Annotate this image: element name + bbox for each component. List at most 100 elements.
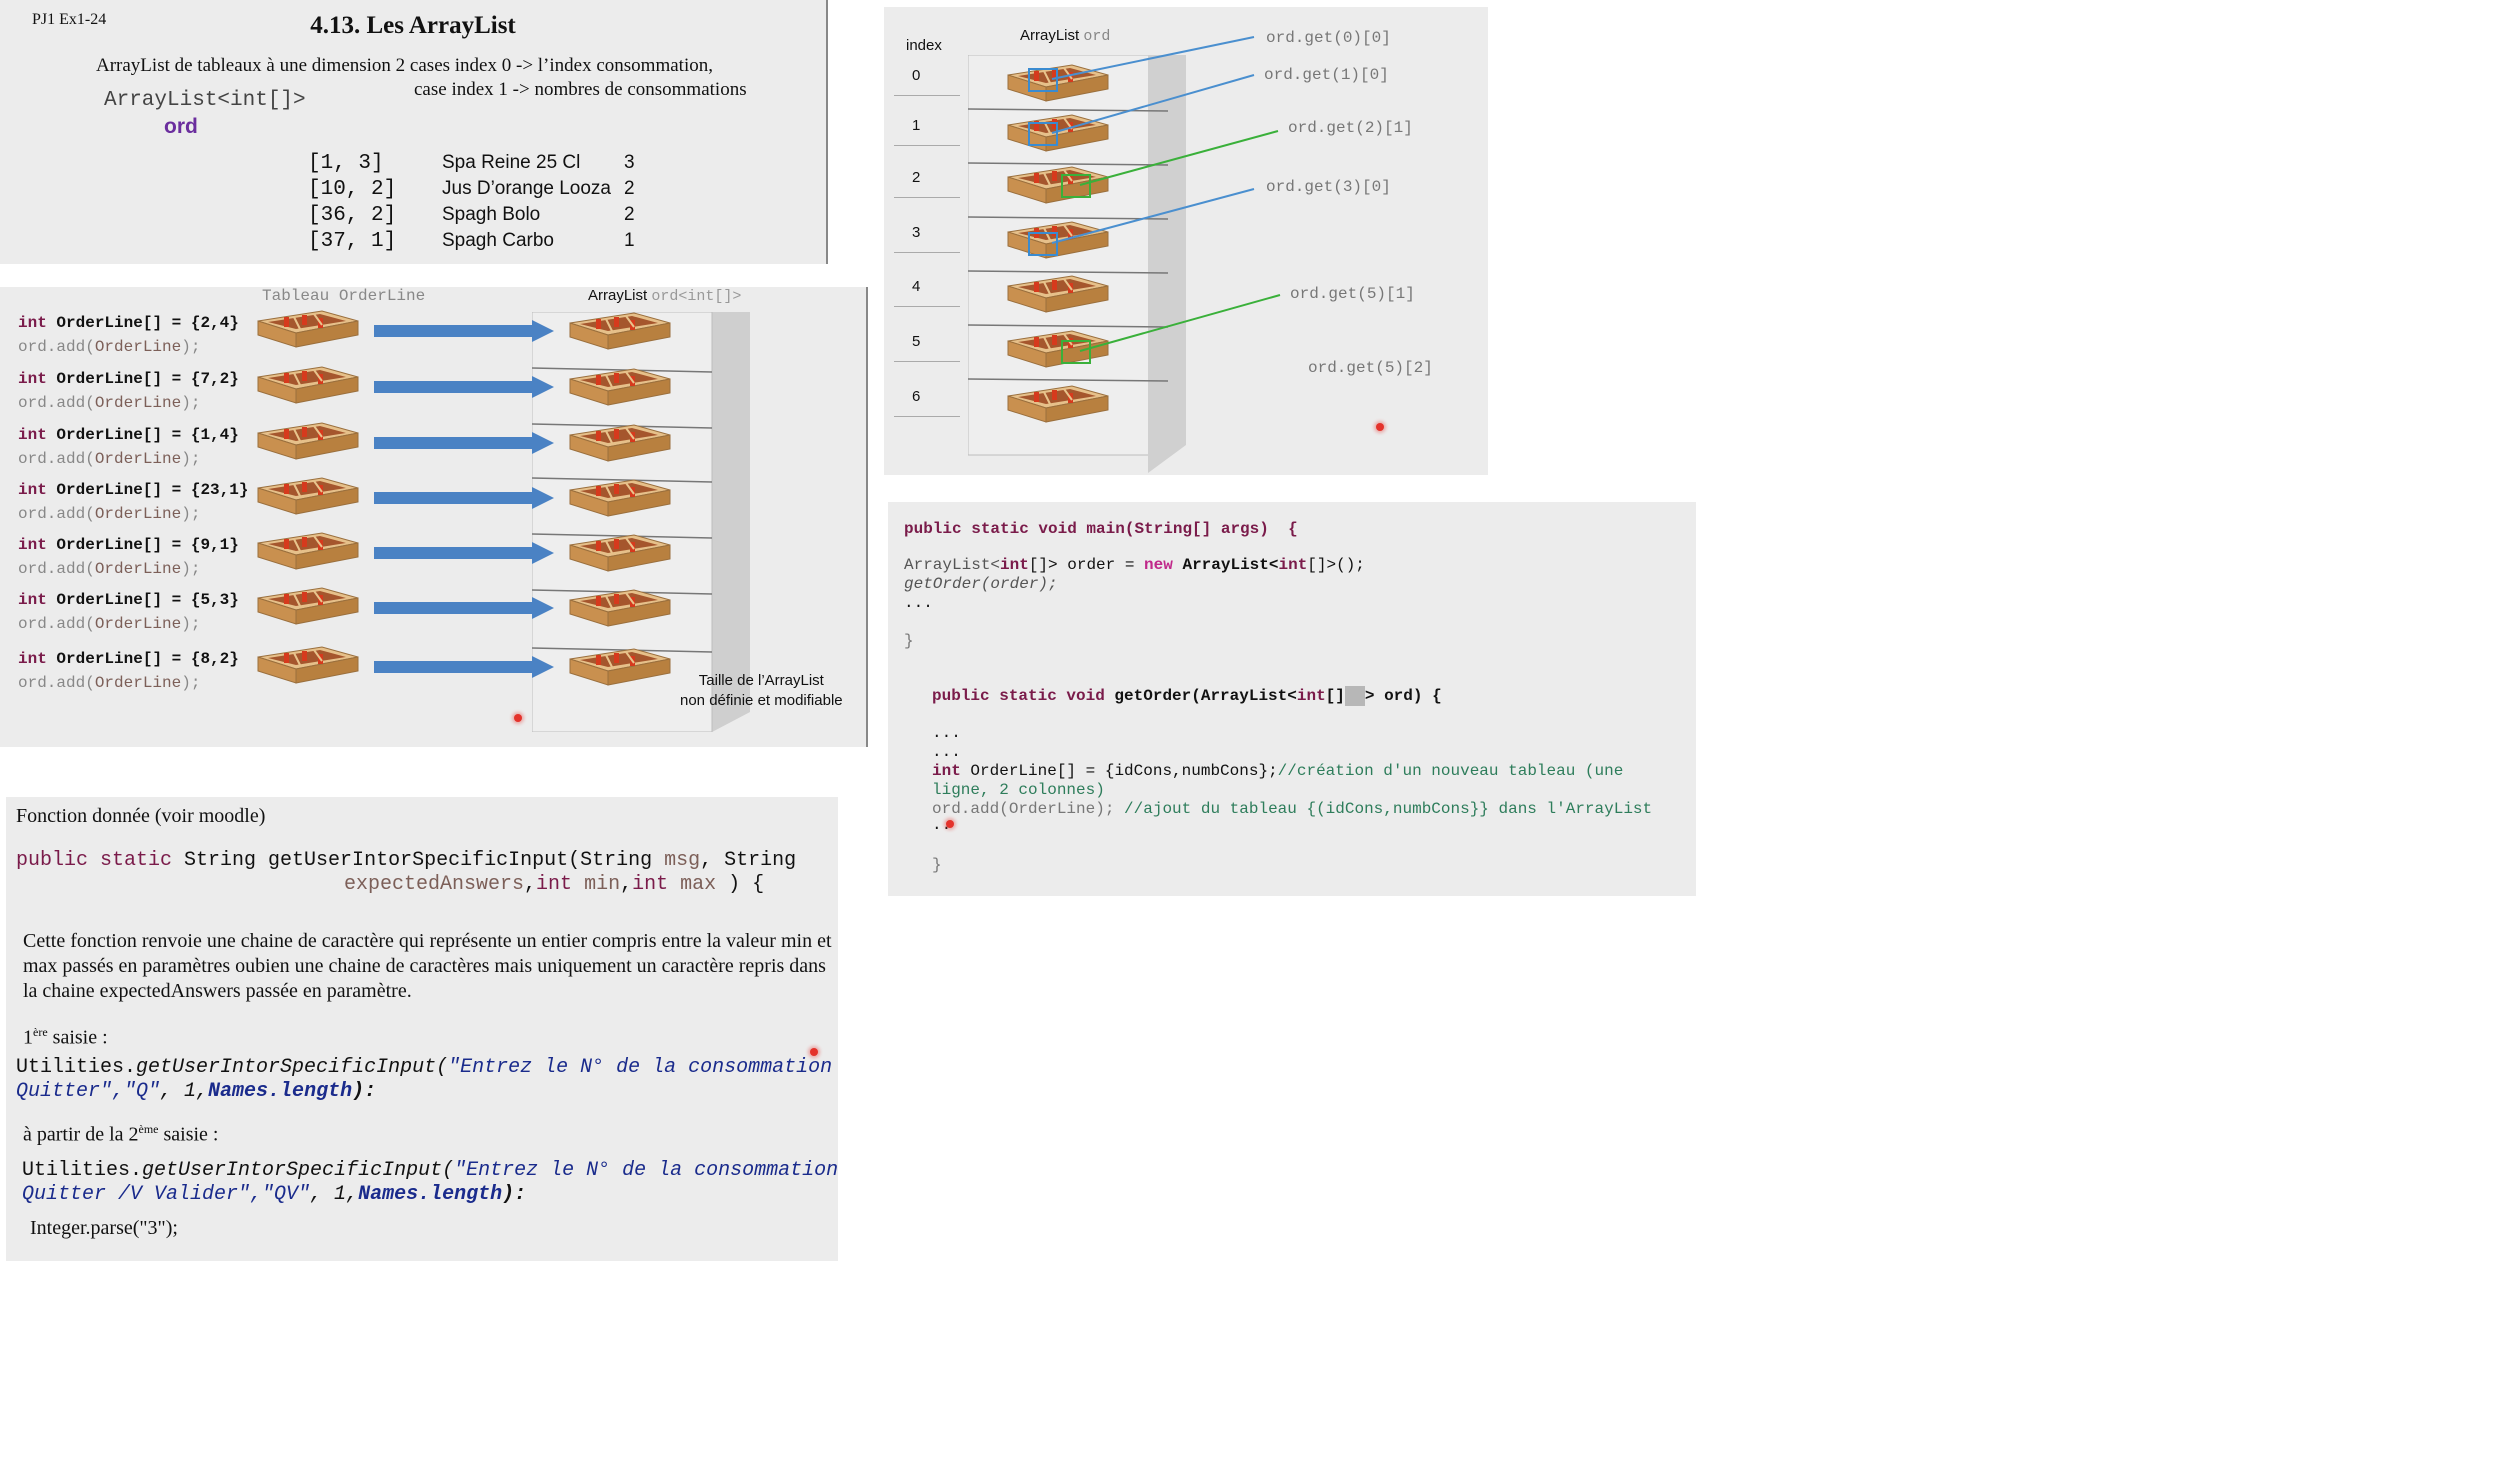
array-cell: [36, 2] — [308, 203, 397, 227]
drawer-icon — [566, 309, 674, 351]
blue-arrow — [374, 656, 554, 678]
caption-orderline: Tableau OrderLine — [262, 287, 426, 305]
code-line: getOrder(order); — [904, 575, 1058, 593]
blue-arrow — [374, 597, 554, 619]
drawer-icon — [254, 584, 362, 626]
index-number: 3 — [912, 224, 921, 241]
var-label: ord — [164, 115, 198, 138]
order-table: [1, 3] Spa Reine 25 Cl 3 [10, 2] Jus D’o… — [308, 150, 635, 254]
code-add: ord.add(OrderLine); — [18, 674, 201, 692]
code-decl: int OrderLine[] = {1,4} — [18, 426, 239, 444]
code-add: ord.add(OrderLine); — [18, 450, 201, 468]
code-line: ... — [904, 594, 933, 612]
connector-lines — [1028, 36, 1281, 364]
index-divider — [894, 361, 960, 362]
code-line: ... — [932, 724, 961, 742]
code-line: public static void getOrder(ArrayList<in… — [932, 686, 1442, 706]
index-divider — [894, 145, 960, 146]
call-line-4: Quitter /V Valider","QV", 1,Names.length… — [22, 1183, 527, 1206]
name-cell: Spagh Carbo — [442, 230, 554, 251]
code-decl: int OrderLine[] = {7,2} — [18, 370, 239, 388]
index-divider — [894, 197, 960, 198]
drawer-icon — [566, 645, 674, 687]
code-decl: int OrderLine[] = {8,2} — [18, 650, 239, 668]
blue-arrow — [374, 432, 554, 454]
signature-line-1: public static String getUserIntorSpecifi… — [16, 849, 797, 872]
description-paragraph: Cette fonction renvoie une chaine de car… — [23, 930, 832, 1002]
array-cell: [10, 2] — [308, 177, 397, 201]
arraylist-caption-b: ord — [1083, 28, 1111, 45]
drawer-icon — [254, 419, 362, 461]
blue-arrow — [374, 320, 554, 342]
code-add: ord.add(OrderLine); — [18, 505, 201, 523]
drawer-icon — [254, 363, 362, 405]
section-heading: Fonction donnée (voir moodle) — [16, 805, 266, 827]
get-label: ord.get(3)[0] — [1266, 178, 1391, 196]
count-cell: 2 — [624, 204, 635, 225]
drawer-icon — [566, 531, 674, 573]
drawer-icon — [566, 476, 674, 518]
code-line: public static void main(String[] args) { — [904, 520, 1298, 538]
caption-arraylist-a: ArrayList — [588, 287, 648, 304]
get-label: ord.get(5)[2] — [1308, 359, 1433, 377]
slide-title: 4.13. Les ArrayList — [310, 12, 516, 39]
subtitle-line-2: case index 1 -> nombres de consommations — [414, 79, 747, 100]
arraylist-caption: ArrayList ord — [1020, 27, 1110, 45]
type-label: ArrayList<int[]> — [104, 89, 306, 112]
index-header: index — [906, 37, 942, 54]
drawer-icon — [566, 421, 674, 463]
slide-orderline-to-arraylist: Tableau OrderLine ArrayList ord<int[]> i… — [0, 287, 868, 747]
code-decl: int OrderLine[] = {23,1} — [18, 481, 249, 499]
table-row: [37, 1] Spagh Carbo 1 — [308, 228, 635, 254]
note-line-1: Taille de l’ArrayList — [698, 672, 824, 689]
pointer-dot — [946, 820, 954, 828]
code-line: ArrayList<int[]> order = new ArrayList<i… — [904, 556, 1365, 574]
name-cell: Jus D’orange Looza — [442, 178, 611, 199]
pointer-dot — [514, 714, 522, 722]
get-label: ord.get(0)[0] — [1266, 29, 1391, 47]
call-line-2: Quitter","Q", 1,Names.length): — [16, 1080, 377, 1103]
get-label: ord.get(1)[0] — [1264, 66, 1389, 84]
code-line: } — [932, 856, 942, 874]
slide-arraylist-intro: PJ1 Ex1-24 4.13. Les ArrayList ArrayList… — [0, 0, 828, 264]
signature-line-2: expectedAnswers,int min,int max ) { — [344, 873, 765, 896]
count-cell: 2 — [624, 178, 635, 199]
code-decl: int OrderLine[] = {5,3} — [18, 591, 239, 609]
code-line: } — [904, 632, 914, 650]
index-number: 0 — [912, 67, 921, 84]
table-row: [36, 2] Spagh Bolo 2 — [308, 202, 635, 228]
blue-arrow — [374, 542, 554, 564]
call-line-1: Utilities.getUserIntorSpecificInput("Ent… — [16, 1056, 838, 1079]
index-number: 1 — [912, 117, 921, 134]
code-line: ... — [932, 743, 961, 761]
blue-arrow — [374, 376, 554, 398]
name-cell: Spagh Bolo — [442, 204, 541, 225]
drawer-icon — [254, 474, 362, 516]
pointer-dot — [810, 1048, 818, 1056]
slide-header: PJ1 Ex1-24 — [32, 11, 107, 28]
index-number: 6 — [912, 388, 921, 405]
code-line: ligne, 2 colonnes) — [932, 781, 1105, 799]
slide-function-given: Fonction donnée (voir moodle) public sta… — [6, 797, 838, 1261]
code-line: int OrderLine[] = {idCons,numbCons};//cr… — [932, 762, 1624, 780]
table-row: [10, 2] Jus D’orange Looza 2 — [308, 176, 635, 202]
slide-code-main: public static void main(String[] args) {… — [888, 502, 1696, 896]
index-divider — [894, 416, 960, 417]
drawer-icon — [566, 365, 674, 407]
pointer-dot — [1376, 423, 1384, 431]
caption-arraylist-b: ord<int[]> — [651, 288, 742, 305]
array-cell: [37, 1] — [308, 229, 397, 253]
get-label: ord.get(5)[1] — [1290, 285, 1415, 303]
note-line-2: non définie et modifiable — [680, 692, 843, 709]
code-decl: int OrderLine[] = {2,4} — [18, 314, 239, 332]
code-add: ord.add(OrderLine); — [18, 560, 201, 578]
cursor-highlight — [1344, 686, 1365, 706]
name-cell: Spa Reine 25 Cl — [442, 152, 581, 173]
get-label: ord.get(2)[1] — [1288, 119, 1413, 137]
arraylist-caption-a: ArrayList — [1020, 27, 1080, 44]
index-divider — [894, 306, 960, 307]
array-cell: [1, 3] — [308, 151, 384, 175]
code-add: ord.add(OrderLine); — [18, 615, 201, 633]
index-number: 2 — [912, 169, 921, 186]
